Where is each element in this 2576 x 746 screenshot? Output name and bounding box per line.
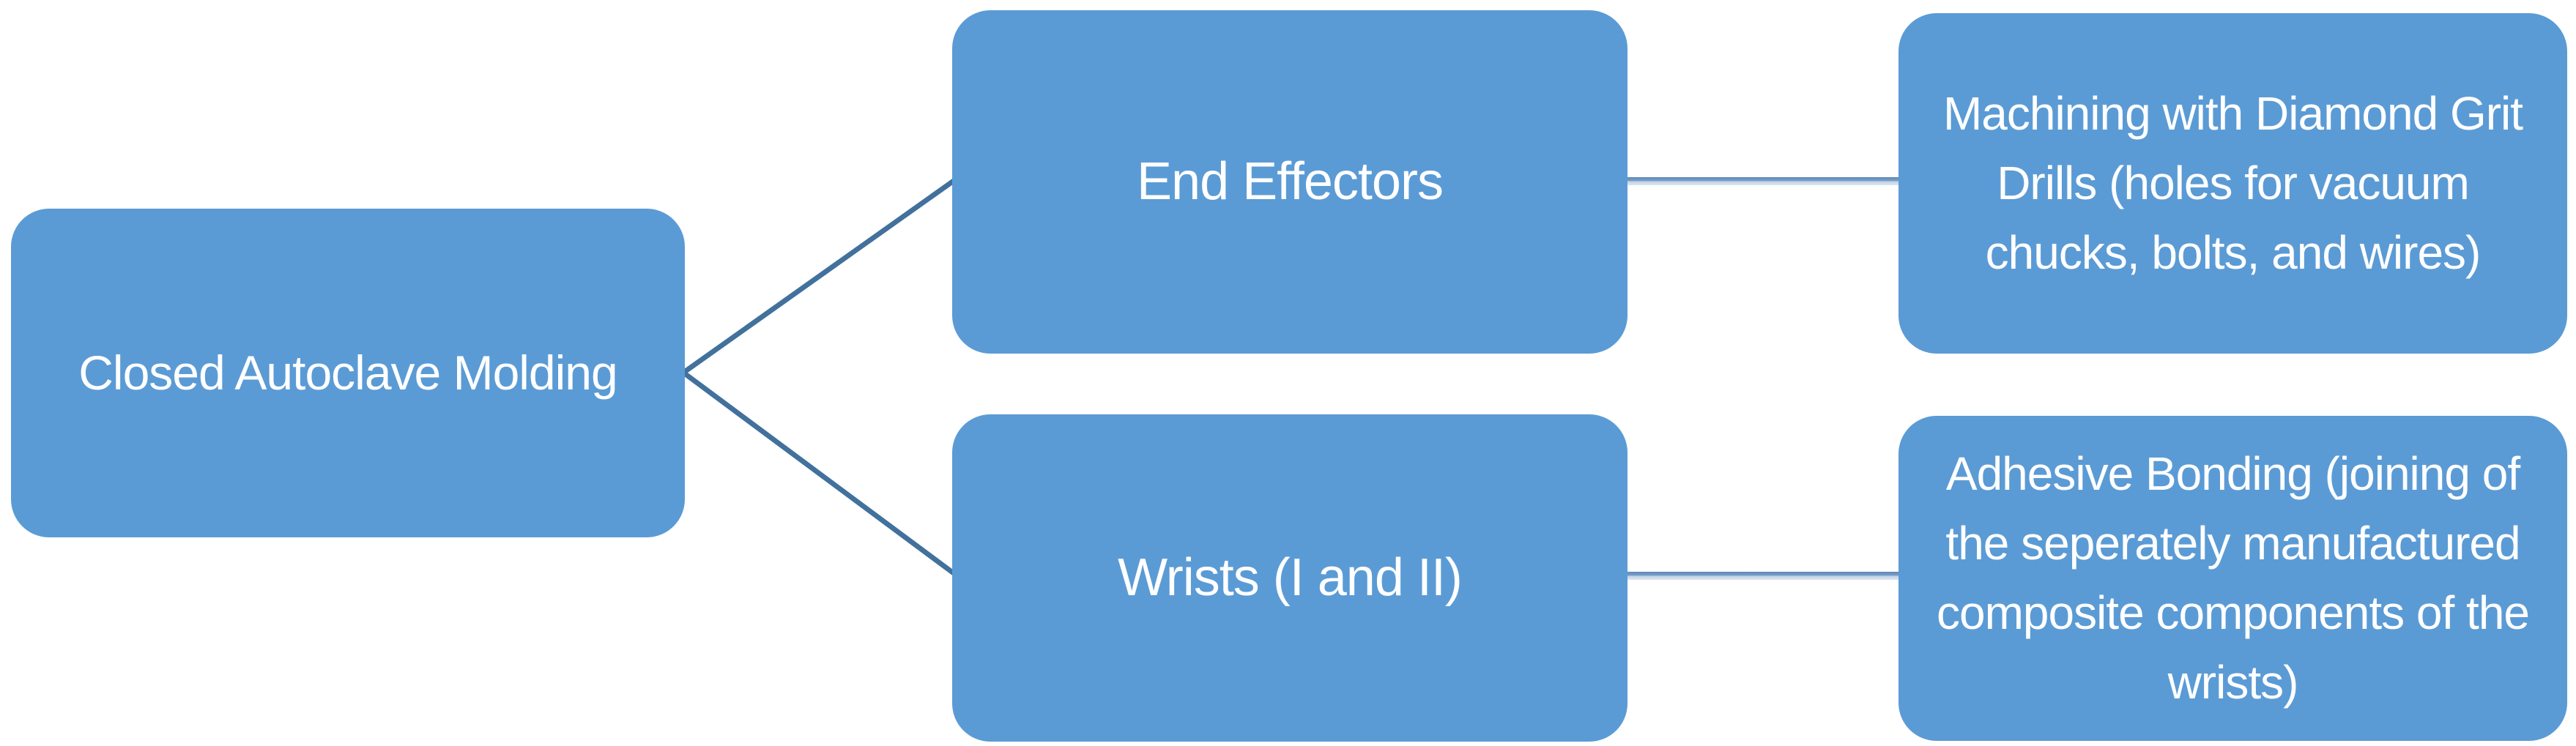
connector-root-to-end-effectors bbox=[681, 179, 956, 375]
node-adhesive-bonding: Adhesive Bonding (joining of the seperat… bbox=[1898, 416, 2567, 741]
node-adhesive-bonding-label: Adhesive Bonding (joining of the seperat… bbox=[1936, 447, 2530, 709]
node-closed-autoclave-molding: Closed Autoclave Molding bbox=[11, 209, 685, 537]
connector-end-effectors-to-machining bbox=[1626, 177, 1900, 185]
node-machining-diamond-grit-drills-label: Machining with Diamond Grit Drills (hole… bbox=[1942, 87, 2523, 279]
node-closed-autoclave-molding-label: Closed Autoclave Molding bbox=[78, 346, 617, 400]
connector-root-to-wrists bbox=[681, 370, 956, 575]
node-wrists: Wrists (I and II) bbox=[952, 414, 1627, 742]
node-wrists-label: Wrists (I and II) bbox=[1118, 548, 1463, 608]
node-machining-diamond-grit-drills: Machining with Diamond Grit Drills (hole… bbox=[1898, 13, 2567, 354]
node-end-effectors: End Effectors bbox=[952, 10, 1627, 354]
connector-wrists-to-adhesive-bonding bbox=[1626, 572, 1900, 580]
node-end-effectors-label: End Effectors bbox=[1137, 152, 1444, 212]
